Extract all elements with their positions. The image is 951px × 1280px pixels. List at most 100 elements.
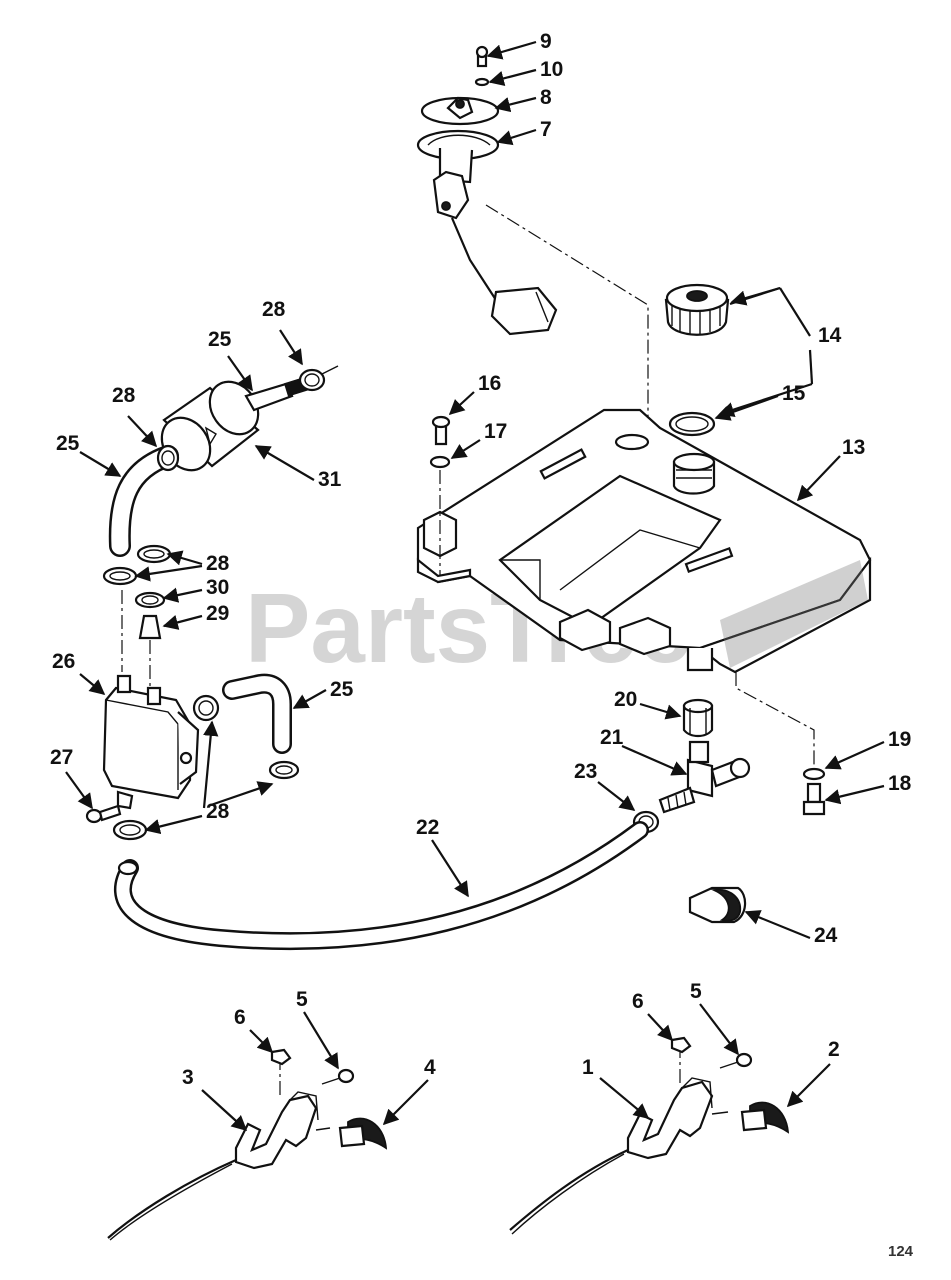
leader-line-1 bbox=[599, 1077, 650, 1119]
leader-line-6b bbox=[647, 1013, 674, 1042]
leader-line-25b bbox=[79, 451, 122, 477]
screw-27 bbox=[85, 804, 122, 824]
leader-line-28d bbox=[207, 781, 274, 808]
callout-22: 22 bbox=[416, 816, 439, 839]
callout-9: 9 bbox=[540, 30, 552, 53]
leader-line-14 bbox=[779, 287, 811, 337]
callout-30: 30 bbox=[206, 576, 229, 599]
leader-line-9 bbox=[486, 40, 537, 60]
bolt-16 bbox=[431, 415, 451, 446]
clamp-28-top bbox=[298, 368, 326, 392]
sender-body bbox=[432, 170, 470, 220]
leader-line-15 bbox=[714, 394, 779, 421]
leader-line-14-cap bbox=[730, 286, 781, 306]
callout-28a: 28 bbox=[262, 298, 286, 321]
fuel-cap-14 bbox=[664, 283, 730, 336]
callout-2: 2 bbox=[828, 1038, 840, 1061]
fuel-gauge-sender bbox=[416, 45, 558, 336]
callout-31: 31 bbox=[318, 468, 342, 491]
leader-line-13 bbox=[796, 455, 841, 502]
fuel-tank-13 bbox=[416, 408, 872, 674]
leader-line-28c bbox=[166, 550, 203, 566]
callout-1: 1 bbox=[582, 1056, 594, 1079]
leader-line-28b bbox=[127, 415, 158, 448]
leader-line-31 bbox=[254, 445, 315, 481]
leader-line-25a bbox=[227, 355, 253, 392]
nut-6b bbox=[670, 1036, 692, 1054]
callout-25a: 25 bbox=[208, 328, 232, 351]
leader-line-6a bbox=[249, 1029, 274, 1054]
callout-17: 17 bbox=[484, 420, 507, 443]
leader-line-14 bbox=[718, 382, 813, 418]
callout-10: 10 bbox=[540, 58, 563, 81]
leader-line-28c bbox=[134, 564, 203, 582]
fuel-filter-31 bbox=[160, 380, 294, 472]
callout-29: 29 bbox=[206, 602, 229, 625]
page-number: 124 bbox=[888, 1243, 914, 1260]
leader-line-5a bbox=[303, 1011, 339, 1070]
leader-line-22 bbox=[431, 839, 469, 898]
leader-line-7 bbox=[496, 128, 537, 146]
callout-21: 21 bbox=[600, 726, 624, 749]
callout-26: 26 bbox=[52, 650, 75, 673]
clamp-28-filter bbox=[156, 444, 180, 472]
bracket-3 bbox=[107, 1091, 319, 1241]
leader-line-18 bbox=[824, 784, 885, 805]
leader-line-16 bbox=[448, 391, 475, 416]
clamp-28-bottom bbox=[112, 819, 148, 841]
washer-17 bbox=[429, 455, 451, 469]
clamp-30 bbox=[134, 591, 166, 609]
bolt-18 bbox=[802, 782, 826, 816]
leader-line-26 bbox=[79, 673, 106, 695]
leader-line-4 bbox=[382, 1079, 429, 1126]
knob-4 bbox=[338, 1117, 388, 1150]
plug-29 bbox=[138, 614, 162, 640]
callout-13: 13 bbox=[842, 436, 865, 459]
alignment-line-hardware bbox=[735, 672, 815, 768]
fuel-pump-26 bbox=[102, 674, 200, 810]
leader-line-5b bbox=[699, 1003, 739, 1056]
leader-line-3 bbox=[201, 1089, 248, 1132]
callout-20: 20 bbox=[614, 688, 637, 711]
leader-line-19 bbox=[824, 740, 885, 770]
washer-19 bbox=[802, 767, 826, 781]
knob-2 bbox=[740, 1101, 790, 1134]
leader-line-28d bbox=[202, 720, 219, 809]
callout-28b: 28 bbox=[112, 384, 136, 407]
callout-16: 16 bbox=[478, 372, 501, 395]
shutoff-valve-21 bbox=[658, 740, 751, 814]
leader-line-8 bbox=[494, 96, 537, 113]
callout-6a: 6 bbox=[234, 1006, 246, 1029]
leader-line-23 bbox=[597, 781, 636, 811]
callout-24: 24 bbox=[814, 924, 838, 947]
callout-18: 18 bbox=[888, 772, 912, 795]
nut-6a bbox=[270, 1048, 292, 1066]
leader-line-2 bbox=[786, 1063, 831, 1108]
callout-4: 4 bbox=[424, 1056, 436, 1079]
leader-line-10 bbox=[488, 68, 537, 86]
leader-line-24 bbox=[744, 910, 811, 940]
callout-23: 23 bbox=[574, 760, 597, 783]
leader-line-28a bbox=[279, 329, 303, 366]
clamp-28-lower-hose bbox=[268, 760, 300, 780]
callout-5a: 5 bbox=[296, 988, 308, 1011]
leader-line-20 bbox=[639, 702, 682, 720]
leader-line-25c bbox=[292, 689, 327, 709]
callout-3: 3 bbox=[182, 1066, 194, 1089]
leader-line-28d bbox=[144, 814, 203, 835]
clip-24 bbox=[688, 886, 747, 924]
gauge-float bbox=[490, 286, 558, 336]
callout-8: 8 bbox=[540, 86, 552, 109]
screw-5b bbox=[719, 1052, 753, 1069]
leader-line-21 bbox=[621, 744, 688, 776]
clamp-28-stack bbox=[102, 544, 172, 586]
leader-line-27 bbox=[65, 771, 93, 810]
leader-line-14 bbox=[808, 349, 814, 385]
callout-5b: 5 bbox=[690, 980, 702, 1003]
screw-5a bbox=[321, 1068, 355, 1085]
bracket-1 bbox=[509, 1077, 714, 1235]
callout-27: 27 bbox=[50, 746, 73, 769]
clamp-28-pump bbox=[192, 694, 220, 722]
